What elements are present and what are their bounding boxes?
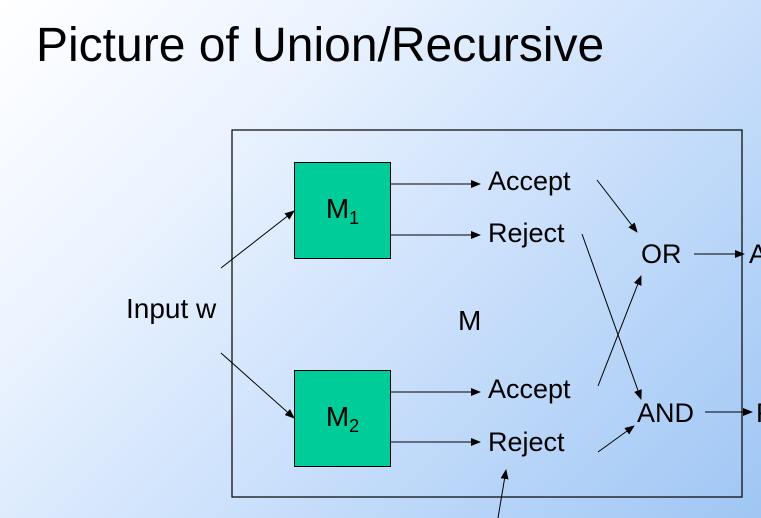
machine-m-label: M xyxy=(458,305,482,336)
and-gate-label: AND xyxy=(637,398,695,428)
m2-reject-to-and xyxy=(597,425,635,453)
or-gate-label: OR xyxy=(641,239,682,269)
machine-m1: M1 xyxy=(294,162,391,259)
m2-accept-to-or xyxy=(597,275,642,387)
machine-m2-label: M2 xyxy=(325,400,360,436)
and-output-label: R xyxy=(756,400,761,427)
input-arrow-to-m2 xyxy=(220,352,295,419)
m1-accept-to-or xyxy=(596,179,638,233)
or-output-label: A xyxy=(749,239,761,269)
input-label: Input w xyxy=(126,293,217,324)
m1-reject-to-and xyxy=(581,233,642,400)
machine-m2: M2 xyxy=(294,370,391,467)
slide-title: Picture of Union/Recursive xyxy=(36,19,605,72)
machine-m1-label: M1 xyxy=(325,192,360,228)
m2-reject-label: Reject xyxy=(488,427,565,457)
m2-accept-label: Accept xyxy=(488,374,571,404)
external-arrow-to-reject xyxy=(497,469,509,518)
input-arrow-to-m1 xyxy=(220,210,295,269)
m1-reject-label: Reject xyxy=(488,218,565,248)
m1-accept-label: Accept xyxy=(488,166,571,196)
machine-m-outline xyxy=(231,129,743,498)
